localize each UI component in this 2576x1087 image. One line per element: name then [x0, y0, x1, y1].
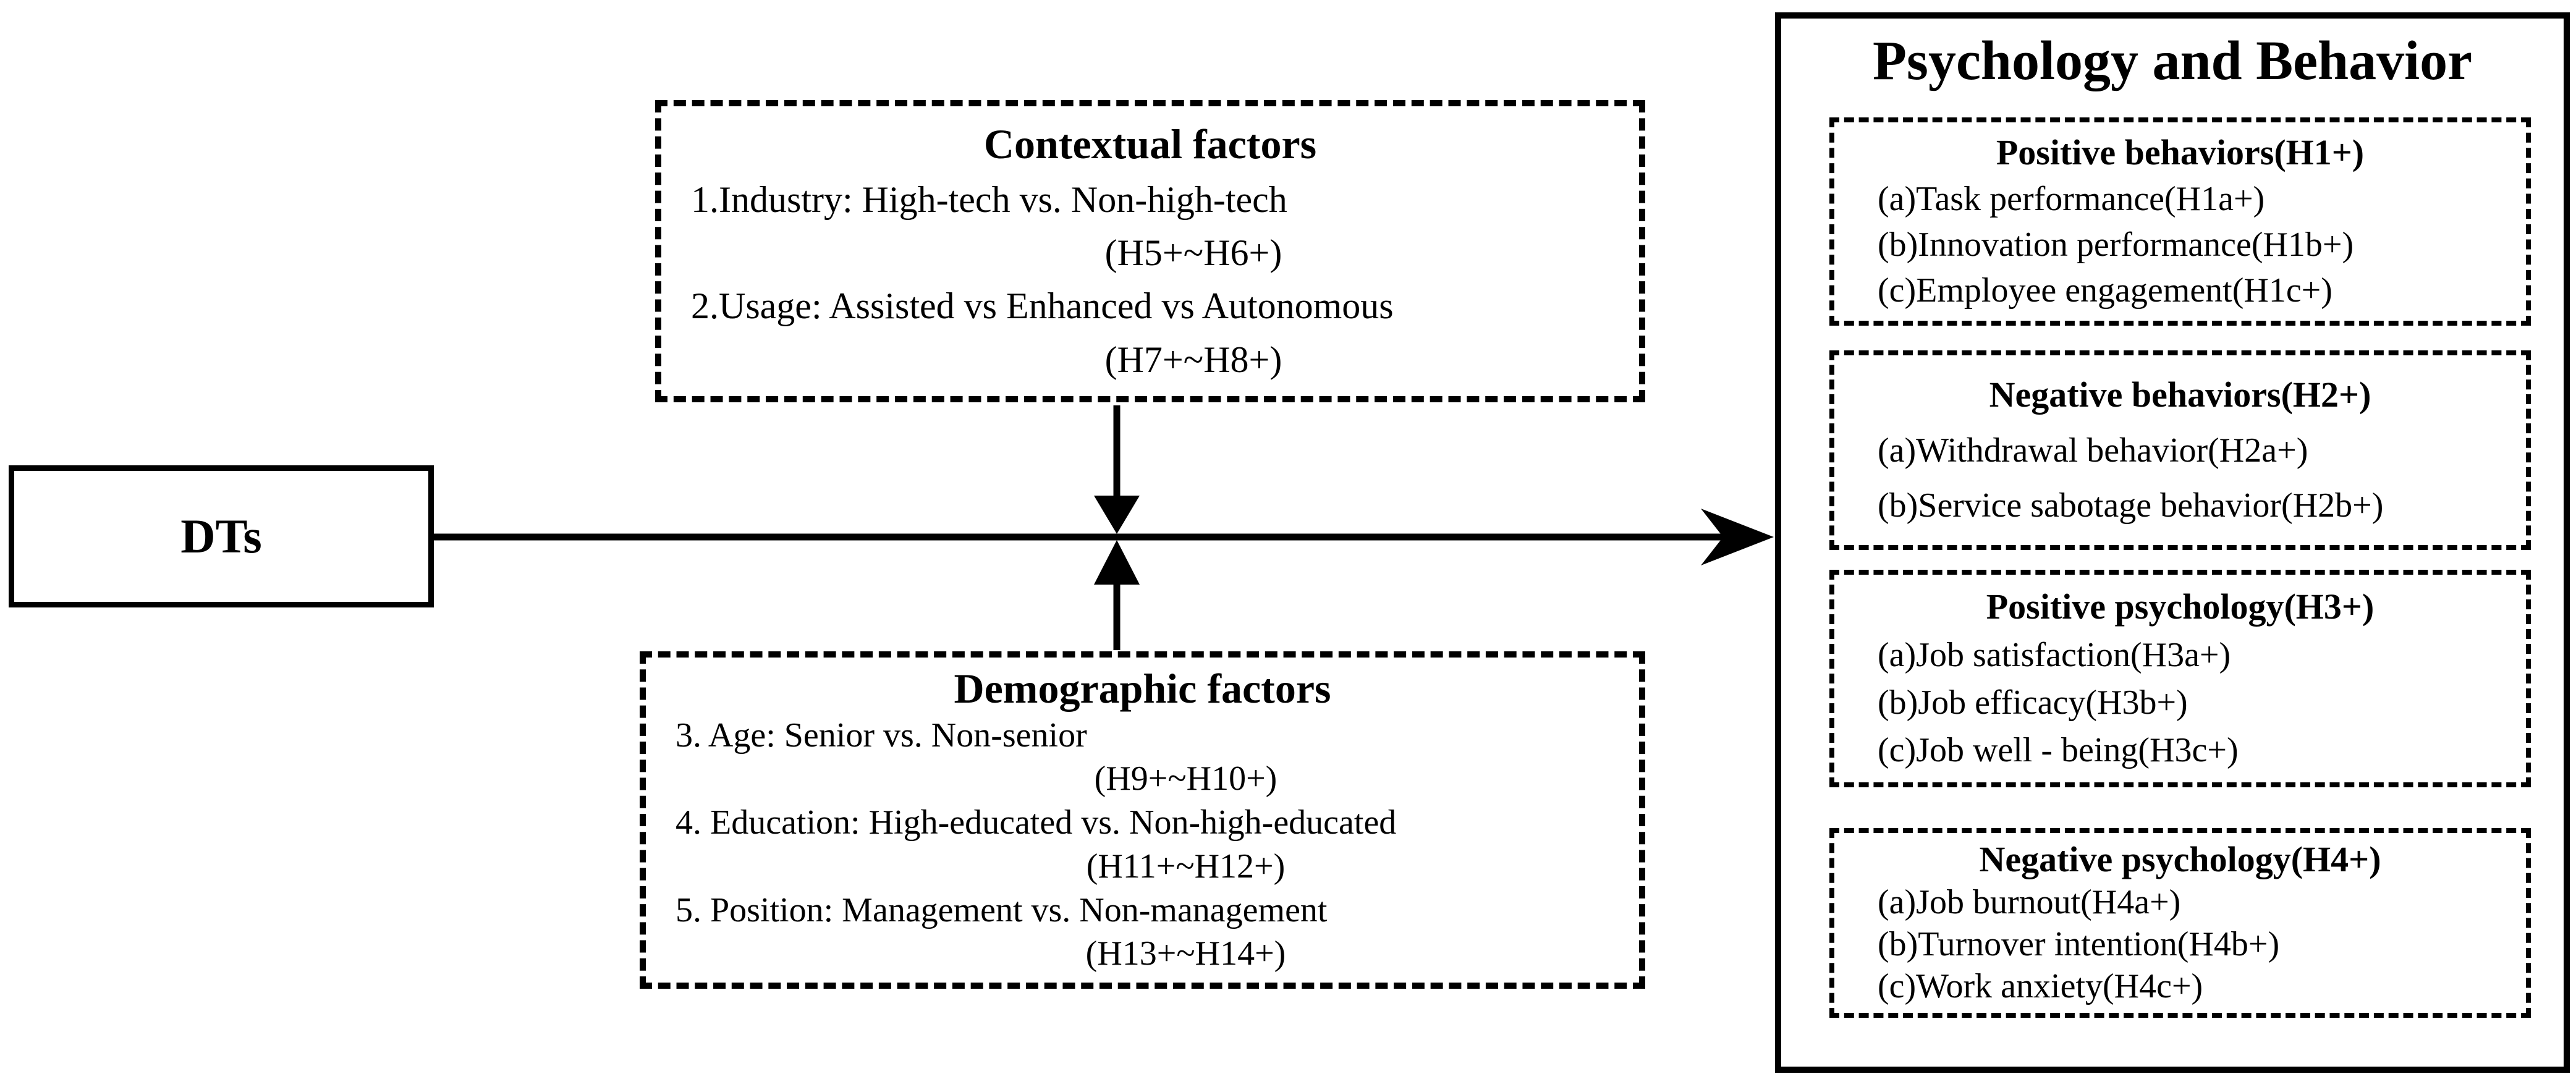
item-job-burnout: (a)Job burnout(H4a+) — [1878, 883, 2181, 922]
item-task-performance: (a)Task performance(H1a+) — [1878, 180, 2265, 219]
demographic-hypothesis-h11-h12: (H11+~H12+) — [1086, 847, 1286, 886]
item-job-satisfaction: (a)Job satisfaction(H3a+) — [1878, 636, 2231, 675]
positive-psychology-box: Positive psychology(H3+) (a)Job satisfac… — [1829, 570, 2531, 787]
demographic-line-position: 5. Position: Management vs. Non-manageme… — [676, 890, 1328, 929]
contextual-hypothesis-h7-h8: (H7+~H8+) — [1104, 339, 1282, 380]
demographic-factors-title: Demographic factors — [954, 665, 1331, 713]
negative-behaviors-box: Negative behaviors(H2+) (a)Withdrawal be… — [1829, 350, 2531, 550]
item-withdrawal-behavior: (a)Withdrawal behavior(H2a+) — [1878, 431, 2308, 470]
item-turnover-intention: (b)Turnover intention(H4b+) — [1878, 925, 2280, 964]
positive-psychology-title: Positive psychology(H3+) — [1986, 586, 2375, 627]
contextual-factors-title: Contextual factors — [983, 121, 1317, 168]
item-work-anxiety: (c)Work anxiety(H4c+) — [1878, 967, 2203, 1006]
contextual-factors-box: Contextual factors 1.Industry: High-tech… — [655, 100, 1645, 402]
demographic-factors-box: Demographic factors 3. Age: Senior vs. N… — [640, 651, 1645, 989]
contextual-line-usage: 2.Usage: Assisted vs Enhanced vs Autonom… — [691, 285, 1394, 327]
main-arrow-dts-to-outcomes — [434, 509, 1774, 565]
item-employee-engagement: (c)Employee engagement(H1c+) — [1878, 271, 2332, 310]
negative-psychology-title: Negative psychology(H4+) — [1979, 839, 2381, 880]
item-job-well-being: (c)Job well - being(H3c+) — [1878, 731, 2239, 770]
moderation-arrow-demographic — [1094, 540, 1140, 650]
item-innovation-performance: (b)Innovation performance(H1b+) — [1878, 226, 2354, 264]
psychology-behavior-panel: Psychology and Behavior Positive behavio… — [1775, 12, 2570, 1073]
dts-box: DTs — [9, 465, 434, 607]
item-job-efficacy: (b)Job efficacy(H3b+) — [1878, 683, 2188, 722]
dts-label: DTs — [180, 509, 262, 563]
item-service-sabotage-behavior: (b)Service sabotage behavior(H2b+) — [1878, 486, 2384, 525]
negative-psychology-box: Negative psychology(H4+) (a)Job burnout(… — [1829, 828, 2531, 1018]
demographic-hypothesis-h13-h14: (H13+~H14+) — [1085, 934, 1286, 973]
contextual-line-industry: 1.Industry: High-tech vs. Non-high-tech — [691, 179, 1287, 220]
moderation-arrow-contextual — [1094, 405, 1140, 534]
negative-behaviors-title: Negative behaviors(H2+) — [1989, 374, 2371, 415]
contextual-hypothesis-h5-h6: (H5+~H6+) — [1104, 232, 1282, 274]
positive-behaviors-box: Positive behaviors(H1+) (a)Task performa… — [1829, 117, 2531, 326]
demographic-hypothesis-h9-h10: (H9+~H10+) — [1094, 759, 1277, 798]
demographic-line-education: 4. Education: High-educated vs. Non-high… — [676, 803, 1397, 842]
positive-behaviors-title: Positive behaviors(H1+) — [1996, 132, 2365, 173]
psychology-behavior-title: Psychology and Behavior — [1872, 30, 2473, 91]
demographic-line-age: 3. Age: Senior vs. Non-senior — [676, 716, 1087, 755]
